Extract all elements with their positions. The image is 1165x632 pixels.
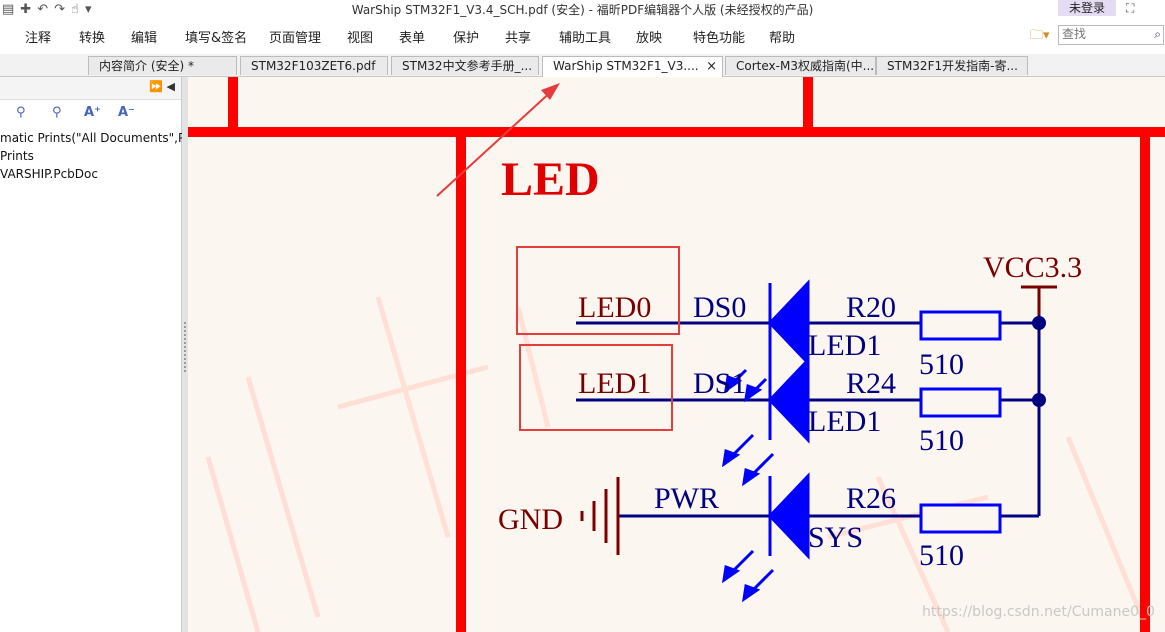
tab-label: STM32F1开发指南-寄... (887, 59, 1018, 73)
resistor-label: R26 (846, 482, 896, 515)
menu-item[interactable]: 编辑 (131, 31, 158, 46)
panel-collapse-controls[interactable]: ⏩ ◀ (149, 80, 175, 93)
tab-label: WarShip STM32F1_V3.... (553, 59, 699, 73)
bookmark-add-icon[interactable]: ⚲ (52, 105, 62, 120)
panel-splitter[interactable] (182, 77, 188, 632)
page-frame (188, 77, 1165, 632)
part-label: LED1 (808, 405, 881, 438)
highlight-box-led1 (519, 344, 673, 431)
quick-access-toolbar: ▤ ✚ ↶ ↷ ☝ ▾ (0, 0, 91, 18)
junctions (1032, 316, 1046, 407)
resistor-label: R24 (846, 367, 896, 400)
undo-icon[interactable]: ↶ (37, 1, 49, 17)
bookmark-item[interactable]: VARSHIP.PcbDoc (0, 167, 98, 181)
bookmark-item[interactable]: matic Prints("All Documents",Phy (0, 131, 200, 145)
document-tab-active[interactable]: WarShip STM32F1_V3.... × (542, 56, 723, 77)
document-tab[interactable]: Cortex-M3权威指南(中... (725, 56, 876, 75)
document-icon[interactable]: ▤ (2, 1, 15, 17)
emission-arrows (721, 368, 775, 603)
led-diode-pwr (767, 472, 810, 560)
annotation-highlights (436, 83, 680, 431)
annotation-arrow (436, 88, 555, 197)
font-increase-icon[interactable]: A⁺ (84, 105, 101, 120)
section-title: LED (501, 153, 600, 206)
splitter-grip[interactable] (184, 322, 186, 372)
row-labels: LED0 DS0 LED1 R20 510 LED1 DS1 LED1 R24 … (578, 291, 964, 572)
part-label: LED1 (808, 329, 881, 362)
menu-item[interactable]: 视图 (347, 31, 374, 46)
power-label: VCC3.3 (983, 251, 1082, 284)
resistor-value: 510 (919, 348, 964, 381)
document-tab[interactable]: STM32F1开发指南-寄... (876, 56, 1028, 75)
resistors (919, 310, 1002, 534)
designator-label: DS0 (693, 291, 746, 324)
chevron-down-icon[interactable]: ▾ (84, 1, 92, 17)
tab-label: 内容简介 (安全) * (99, 59, 194, 73)
menu-item[interactable]: 转换 (79, 31, 106, 46)
search-box: ⌕ (1058, 25, 1164, 45)
menu-item[interactable]: 特色功能 (693, 31, 746, 46)
resistor-value: 510 (919, 424, 964, 457)
close-tab-icon[interactable]: × (706, 59, 717, 74)
menu-item[interactable]: 保护 (453, 31, 480, 46)
tab-label: Cortex-M3权威指南(中... (736, 59, 875, 73)
led-diode-ds1 (767, 356, 810, 444)
document-tab[interactable]: STM32中文参考手册_... (391, 56, 539, 75)
document-tab-bar: 内容简介 (安全) * STM32F103ZET6.pdf STM32中文参考手… (0, 54, 1165, 77)
window-title: WarShip STM32F1_V3.4_SCH.pdf (安全) - 福昕PD… (351, 3, 814, 17)
menu-item[interactable]: 帮助 (769, 31, 796, 46)
resistor-value: 510 (919, 539, 964, 572)
menu-bar: 注释 转换 编辑 填写&签名 页面管理 视图 表单 保护 共享 辅助工具 放映 … (0, 22, 1165, 50)
login-button[interactable]: 未登录 (1058, 0, 1116, 16)
document-tab[interactable]: 内容简介 (安全) * (88, 56, 237, 75)
menu-item[interactable]: 注释 (25, 31, 52, 46)
menu-item[interactable]: 共享 (505, 31, 532, 46)
designator-label: DS1 (693, 367, 746, 400)
net-label: LED1 (578, 367, 651, 400)
tab-label: STM32中文参考手册_... (402, 59, 533, 73)
designator-label: PWR (654, 482, 719, 515)
panel-toolbar: ⚲ ⚲ A⁺ A⁻ (0, 100, 181, 126)
panel-header: ⏩ ◀ (0, 77, 181, 100)
annotation-arrowhead (541, 83, 560, 100)
restore-window-icon[interactable]: ⛶ (1126, 1, 1135, 15)
schematic-page: LED VCC3.3 GND (188, 77, 1165, 632)
part-label: SYS (808, 521, 863, 554)
bookmark-panel: ⏩ ◀ ⚲ ⚲ A⁺ A⁻ matic Prints("All Document… (0, 77, 200, 632)
led-diode-ds0 (767, 279, 810, 367)
document-tab[interactable]: STM32F103ZET6.pdf (240, 56, 388, 75)
ground-symbol (580, 477, 620, 555)
watermark-strokes (205, 296, 1151, 632)
resistor-label: R20 (846, 291, 896, 324)
redo-icon[interactable]: ↷ (54, 1, 66, 17)
title-bar: ▤ ✚ ↶ ↷ ☝ ▾ WarShip STM32F1_V3.4_SCH.pdf… (0, 0, 1165, 18)
menu-item[interactable]: 表单 (399, 31, 426, 46)
folder-search-icon[interactable]: 🗀▾ (1030, 28, 1050, 43)
vcc-symbol (1021, 285, 1057, 315)
document-view[interactable]: LED VCC3.3 GND (188, 77, 1165, 632)
menu-item[interactable]: 放映 (636, 31, 663, 46)
search-icon[interactable]: ⌕ (1154, 27, 1161, 41)
menu-item[interactable]: 页面管理 (269, 31, 322, 46)
highlight-box-led0 (516, 246, 680, 335)
search-input[interactable] (1059, 26, 1145, 42)
menu-item[interactable]: 辅助工具 (559, 31, 612, 46)
tab-label: STM32F103ZET6.pdf (251, 59, 376, 73)
font-decrease-icon[interactable]: A⁻ (118, 105, 135, 120)
hand-tool-icon[interactable]: ☝ (71, 1, 79, 17)
net-label: LED0 (578, 291, 651, 324)
ground-label: GND (498, 503, 563, 536)
bookmark-icon[interactable]: ⚲ (16, 105, 26, 120)
new-icon[interactable]: ✚ (20, 1, 32, 17)
bookmark-item[interactable]: Prints (0, 149, 34, 163)
watermark-url: https://blog.csdn.net/Cumane0_0 (922, 604, 1155, 620)
menu-item[interactable]: 填写&签名 (185, 31, 248, 46)
